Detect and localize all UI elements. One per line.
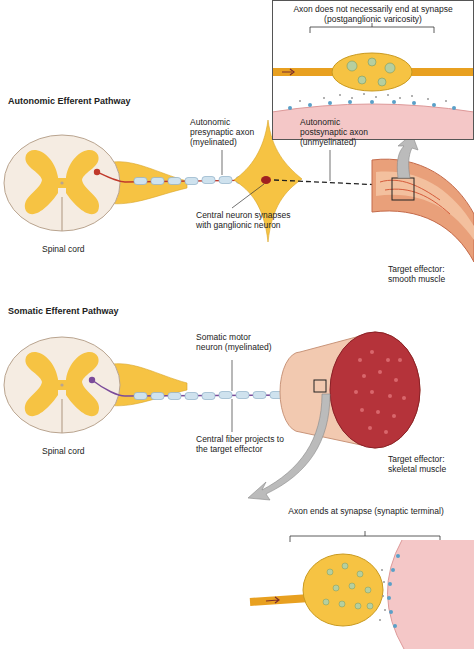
part-label: Central fiber projects to the target eff… — [196, 434, 292, 454]
section-title: Autonomic Efferent Pathway — [8, 96, 208, 106]
inset-heading: Axon does not necessarily end at synapse… — [273, 1, 473, 24]
part-label: Central neuron synapses with ganglionic … — [196, 210, 296, 230]
callout-heading: Axon ends at synapse (synaptic terminal) — [288, 506, 444, 516]
part-label: Spinal cord — [42, 446, 112, 456]
part-label: Autonomic postsynaptic axon (unmyelinate… — [300, 117, 378, 147]
part-label: Somatic motor neuron (myelinated) — [196, 332, 278, 352]
part-label: Spinal cord — [42, 244, 112, 254]
part-label: Target effector: skeletal muscle — [388, 454, 474, 474]
part-label: Target effector: smooth muscle — [388, 264, 474, 284]
section-title: Somatic Efferent Pathway — [8, 306, 208, 316]
part-label: Autonomic presynaptic axon (myelinated) — [190, 117, 262, 147]
